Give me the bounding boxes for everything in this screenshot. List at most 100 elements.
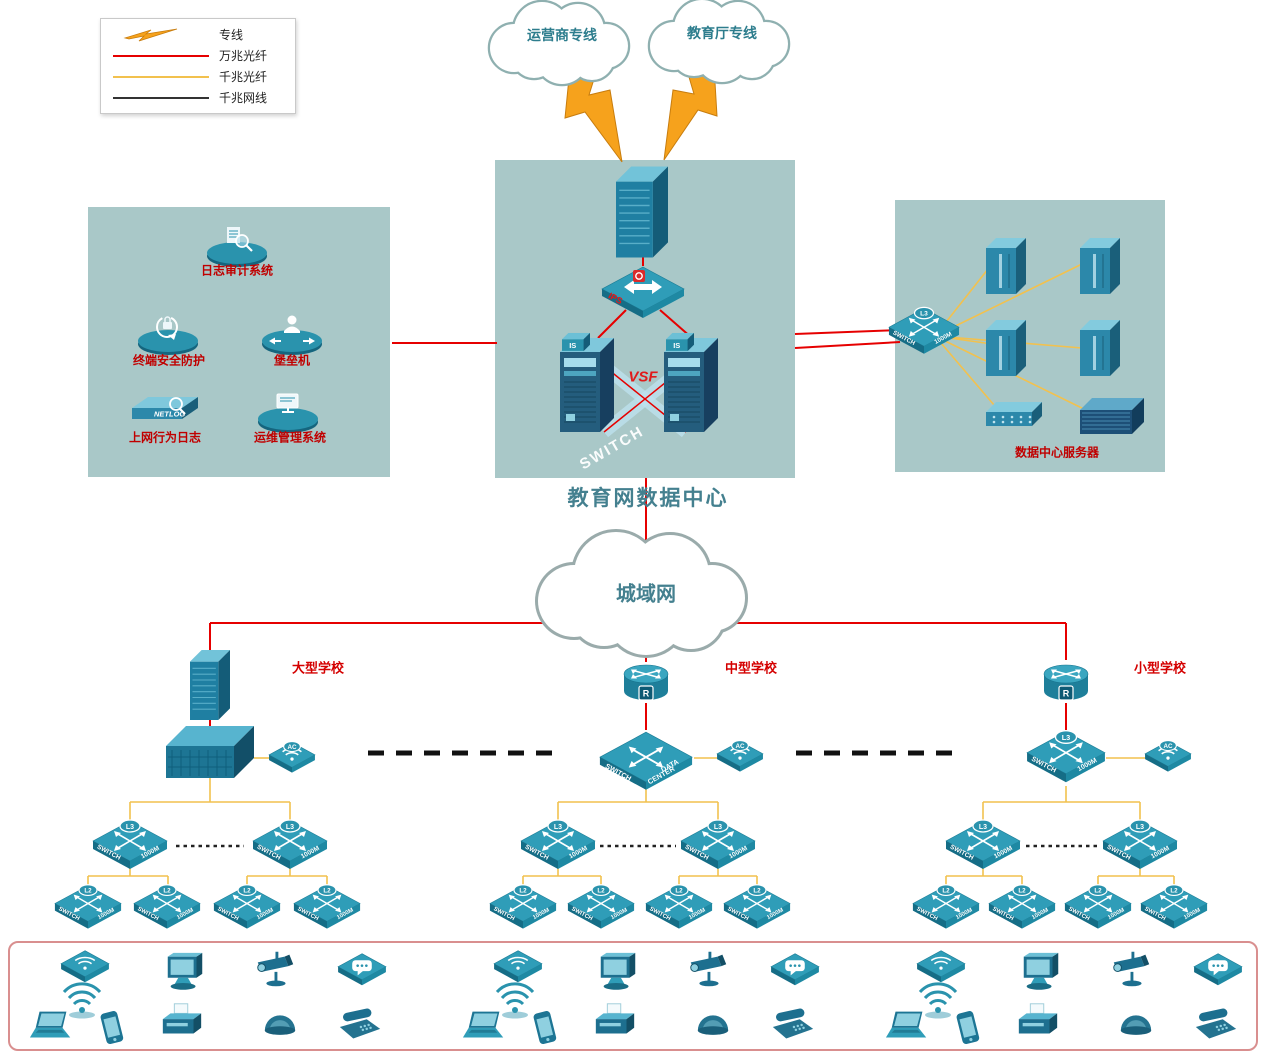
svg-text:1000M: 1000M — [1031, 907, 1050, 921]
legend-label: 万兆光纤 — [219, 49, 268, 63]
legend-label: 千兆网线 — [219, 91, 268, 105]
svg-text:SWITCH: SWITCH — [136, 906, 159, 922]
svg-text:L2: L2 — [519, 888, 527, 895]
svg-text:L3: L3 — [554, 824, 562, 831]
svg-text:L3: L3 — [286, 824, 294, 831]
lightning-bolt — [564, 59, 623, 163]
l2-access-switch: L2 SWITCH 1000M — [1064, 882, 1132, 934]
education-cloud-label: 教育厅专线 — [687, 25, 757, 41]
school-core-switch: SWITCH DATA CENTER — [598, 728, 694, 791]
school-firewall — [190, 650, 230, 720]
carrier-cloud-label: 运营商专线 — [527, 27, 597, 43]
svg-text:R: R — [643, 689, 650, 699]
svg-text:1000M: 1000M — [728, 845, 749, 861]
svg-text:AC: AC — [1163, 743, 1173, 750]
svg-text:SWITCH: SWITCH — [1106, 844, 1132, 862]
l2-access-switch: L2 SWITCH 1000M — [213, 882, 281, 934]
school-core-device — [166, 726, 254, 778]
l3-access-switch: L3 SWITCH 1000M — [945, 817, 1021, 875]
svg-text:1000M: 1000M — [532, 907, 551, 921]
svg-text:L3: L3 — [714, 824, 722, 831]
svg-text:1000M: 1000M — [993, 845, 1014, 861]
bastion-label: 堡垒机 — [273, 353, 311, 368]
small-school-label: 小型学校 — [1133, 660, 1187, 676]
svg-text:SWITCH: SWITCH — [991, 906, 1014, 922]
legend-item-10g-fiber: 万兆光纤 — [109, 47, 287, 64]
yellow-line-sample — [113, 75, 209, 78]
terminal-security-label: 终端安全防护 — [132, 353, 206, 368]
svg-text:SWITCH: SWITCH — [570, 906, 593, 922]
svg-text:1000M: 1000M — [300, 845, 321, 861]
svg-text:SWITCH: SWITCH — [96, 844, 122, 862]
svg-text:SWITCH: SWITCH — [1067, 906, 1090, 922]
l2-access-switch: L2 SWITCH 1000M — [54, 882, 122, 934]
connection-line — [794, 341, 901, 349]
router-device: R — [620, 659, 672, 705]
wireless-controller: AC — [1144, 737, 1192, 777]
l2-access-switch: L2 SWITCH 1000M — [912, 882, 980, 934]
l3-access-switch: L3 SWITCH 1000M — [520, 817, 596, 875]
svg-text:1000M: 1000M — [568, 845, 589, 861]
wireless-controller: AC — [268, 738, 316, 778]
connection-line — [794, 329, 901, 335]
svg-text:1000M: 1000M — [97, 907, 116, 921]
svg-text:L2: L2 — [1018, 888, 1026, 895]
netlog-label: 上网行为日志 — [128, 430, 202, 445]
legend: 专线 万兆光纤 千兆光纤 千兆网线 — [100, 18, 296, 114]
svg-text:L3: L3 — [1136, 824, 1144, 831]
svg-text:SWITCH: SWITCH — [57, 906, 80, 922]
svg-text:1000M: 1000M — [336, 907, 355, 921]
svg-text:SWITCH: SWITCH — [1143, 906, 1166, 922]
svg-text:1000M: 1000M — [955, 907, 974, 921]
ops-mgmt-label: 运维管理系统 — [253, 430, 327, 445]
svg-text:SWITCH: SWITCH — [1030, 756, 1057, 775]
svg-text:1000M: 1000M — [140, 845, 161, 861]
metro-cloud-label: 城域网 — [616, 583, 676, 606]
svg-text:L2: L2 — [1094, 888, 1102, 895]
svg-text:1000M: 1000M — [688, 907, 707, 921]
legend-item-1g-fiber: 千兆光纤 — [109, 68, 287, 85]
datacenter-zone — [495, 160, 795, 478]
svg-text:1000M: 1000M — [256, 907, 275, 921]
svg-text:CENTER: CENTER — [646, 764, 677, 787]
svg-text:L2: L2 — [1170, 888, 1178, 895]
l3-access-switch: L3 SWITCH 1000M — [252, 817, 328, 875]
vsf-label: VSF — [628, 368, 658, 386]
svg-text:L3: L3 — [126, 824, 134, 831]
l2-access-switch: L2 SWITCH 1000M — [489, 882, 557, 934]
svg-text:L2: L2 — [597, 888, 605, 895]
svg-text:SWITCH: SWITCH — [726, 906, 749, 922]
l2-access-switch: L2 SWITCH 1000M — [293, 882, 361, 934]
svg-text:SWITCH: SWITCH — [915, 906, 938, 922]
legend-item-1g-cable: 千兆网线 — [109, 89, 287, 106]
svg-text:SWITCH: SWITCH — [296, 906, 319, 922]
l3-access-switch: L3 SWITCH 1000M — [680, 817, 756, 875]
svg-text:L3: L3 — [1062, 733, 1071, 742]
svg-text:SWITCH: SWITCH — [648, 906, 671, 922]
svg-text:L2: L2 — [243, 888, 251, 895]
svg-text:SWITCH: SWITCH — [216, 906, 239, 922]
l3-access-switch: L3 SWITCH 1000M — [92, 817, 168, 875]
l2-access-switch: L2 SWITCH 1000M — [988, 882, 1056, 934]
svg-text:1000M: 1000M — [766, 907, 785, 921]
svg-text:SWITCH: SWITCH — [949, 844, 975, 862]
large-school-label: 大型学校 — [291, 660, 345, 676]
legend-label: 专线 — [219, 28, 244, 42]
lightning-bolt — [663, 59, 718, 161]
router-device: R — [1040, 659, 1092, 705]
l3-access-switch: L3 SWITCH 1000M — [1102, 817, 1178, 875]
svg-text:1000M: 1000M — [1150, 845, 1171, 861]
svg-text:1000M: 1000M — [1077, 757, 1099, 773]
svg-text:1000M: 1000M — [176, 907, 195, 921]
svg-text:SWITCH: SWITCH — [256, 844, 282, 862]
wireless-controller: AC — [716, 737, 764, 777]
l2-access-switch: L2 SWITCH 1000M — [133, 882, 201, 934]
svg-text:L2: L2 — [323, 888, 331, 895]
svg-text:L2: L2 — [942, 888, 950, 895]
svg-text:1000M: 1000M — [1183, 907, 1202, 921]
svg-text:SWITCH: SWITCH — [604, 761, 633, 783]
red-line-sample — [113, 54, 209, 57]
datacenter-title: 教育网数据中心 — [567, 486, 729, 510]
